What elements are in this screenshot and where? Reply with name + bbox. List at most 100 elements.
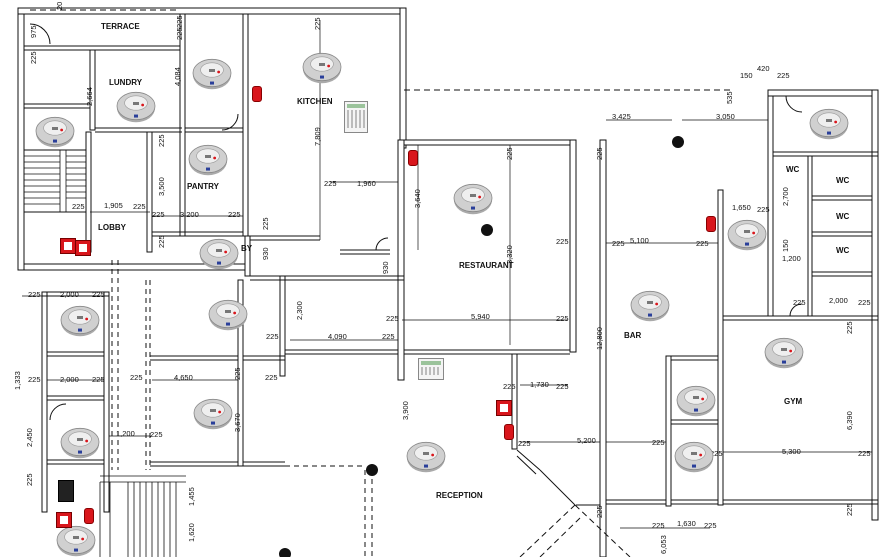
room-bar-label: BAR: [624, 331, 642, 340]
dimension-label: 225: [652, 521, 665, 530]
dimension-label: 3,900: [401, 401, 410, 420]
smoke-detector-icon: [35, 116, 75, 148]
dimension-label: 420: [757, 64, 770, 73]
dimension-label: 225: [92, 375, 105, 384]
dimension-label: 7,809: [313, 127, 322, 146]
dimension-label: 4,084: [173, 67, 182, 86]
dimension-label: 2,000: [829, 296, 848, 305]
dimension-label: 225: [265, 373, 278, 382]
manual-call-point-icon: [60, 238, 76, 254]
dimension-label: 930: [381, 261, 390, 274]
keypad-icon: [418, 358, 444, 380]
smoke-detector-icon: [302, 52, 342, 84]
dimension-label: 1,620: [187, 523, 196, 542]
dimension-label: 6,390: [845, 411, 854, 430]
fire-alarm-panel-icon: [58, 480, 74, 502]
dimension-label: 6,053: [659, 535, 668, 554]
dimension-label: 3,200: [180, 210, 199, 219]
smoke-detector-icon: [60, 427, 100, 459]
dimension-label: 930: [261, 247, 270, 260]
dimension-label: 150: [781, 239, 790, 252]
dimension-label: 4,090: [328, 332, 347, 341]
room-gym-label: GYM: [784, 397, 803, 406]
room-restaurant-label: RESTAURANT: [459, 261, 514, 270]
dimension-label: 225: [793, 298, 806, 307]
dimension-label: 3,050: [716, 112, 735, 121]
manual-call-point-icon: [496, 400, 512, 416]
dimension-label: 225: [266, 332, 279, 341]
dimension-label: 225: [652, 438, 665, 447]
dimension-label: 225: [157, 235, 166, 248]
smoke-detector-icon: [56, 525, 96, 557]
column-marker-icon: [279, 548, 291, 557]
room-reception-label: RECEPTION: [436, 491, 483, 500]
dimension-label: 225: [595, 505, 604, 518]
room-terrace-label: TERRACE: [101, 22, 140, 31]
dimension-label: 5,100: [630, 236, 649, 245]
column-marker-icon: [672, 136, 684, 148]
dimension-label: 1,905: [104, 201, 123, 210]
dimension-label: 1,455: [187, 487, 196, 506]
dimension-label: 225: [133, 202, 146, 211]
smoke-detector-icon: [208, 299, 248, 331]
dimension-label: 3,500: [157, 177, 166, 196]
column-marker-icon: [366, 464, 378, 476]
dimension-label: 225: [556, 237, 569, 246]
dimension-label: 150: [740, 71, 753, 80]
dimension-label: 225: [710, 449, 723, 458]
dimension-label: 20: [55, 1, 64, 10]
smoke-detector-icon: [676, 385, 716, 417]
dimension-label: 2,700: [781, 187, 790, 206]
dimension-label: 225: [324, 179, 337, 188]
alarm-sounder-icon: [706, 216, 716, 232]
dimension-label: 225: [382, 332, 395, 341]
dimension-label: 3,320: [505, 245, 514, 264]
room-pantry-label: PANTRY: [187, 182, 219, 191]
dimension-label: 225: [72, 202, 85, 211]
smoke-detector-icon: [809, 108, 849, 140]
room-wc-4-label: WC: [836, 246, 850, 255]
room-wc-1-label: WC: [786, 165, 800, 174]
dimension-label: 225: [503, 382, 516, 391]
dimension-label: 2,450: [25, 428, 34, 447]
dimension-label: 225: [386, 314, 399, 323]
manual-call-point-icon: [75, 240, 91, 256]
dimension-label: 5,200: [577, 436, 596, 445]
smoke-detector-icon: [116, 91, 156, 123]
dimension-label: 225: [175, 27, 184, 40]
smoke-detector-icon: [60, 305, 100, 337]
room-wc-2-label: WC: [836, 176, 850, 185]
dimension-label: 225: [175, 15, 184, 28]
dimension-label: 225: [777, 71, 790, 80]
alarm-sounder-icon: [84, 508, 94, 524]
dimension-label: 225: [845, 321, 854, 334]
dimension-label: 535: [725, 91, 734, 104]
dimension-label: 225: [845, 503, 854, 516]
room-wc-3-label: WC: [836, 212, 850, 221]
dimension-label: 225: [858, 298, 871, 307]
alarm-sounder-icon: [504, 424, 514, 440]
smoke-detector-icon: [192, 58, 232, 90]
alarm-sounder-icon: [252, 86, 262, 102]
smoke-detector-icon: [764, 337, 804, 369]
dimension-label: 225: [858, 449, 871, 458]
dimension-label: 225: [152, 210, 165, 219]
dimension-label: 225: [228, 210, 241, 219]
room-kitchen-label: KITCHEN: [297, 97, 333, 106]
dimension-label: 975: [29, 25, 38, 38]
smoke-detector-icon: [406, 441, 446, 473]
dimension-label: 3,670: [233, 413, 242, 432]
room-laundry-label: LUNDRY: [109, 78, 143, 87]
dimension-label: 225: [556, 314, 569, 323]
smoke-detector-icon: [453, 183, 493, 215]
dimension-label: 4,650: [174, 373, 193, 382]
keypad-icon: [344, 101, 368, 133]
manual-call-point-icon: [56, 512, 72, 528]
dimension-label: 225: [28, 290, 41, 299]
alarm-sounder-icon: [408, 150, 418, 166]
smoke-detector-icon: [630, 290, 670, 322]
dimension-label: 225: [261, 217, 270, 230]
column-marker-icon: [481, 224, 493, 236]
smoke-detector-icon: [193, 398, 233, 430]
